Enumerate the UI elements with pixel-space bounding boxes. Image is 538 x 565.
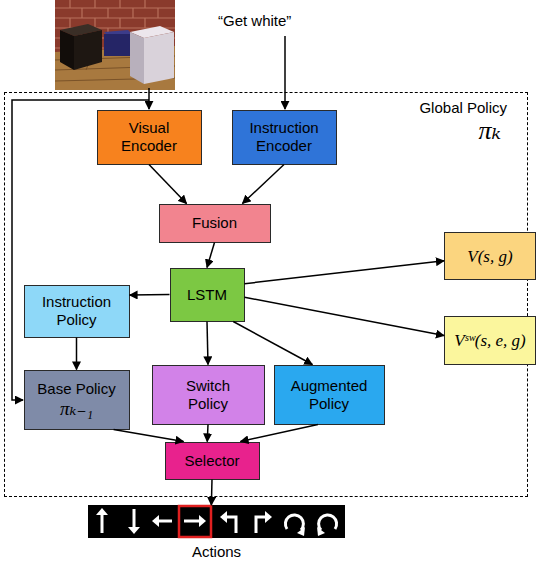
flow-arrow [130, 294, 170, 296]
policy-box: Base Policyπₖ₋₁ [24, 370, 130, 430]
policy-symbol: πₖ₋₁ [60, 398, 93, 419]
flow-arrow [241, 425, 318, 442]
encoder-box: Visual Encoder [97, 110, 202, 165]
box-label: Visual Encoder [121, 119, 177, 155]
lstm-box: LSTM [170, 268, 245, 322]
flow-arrow [76, 338, 78, 370]
policy-box: Instruction Policy [24, 285, 130, 338]
instruction-feed-arrow [284, 36, 286, 109]
flow-arrow [149, 165, 187, 204]
encoder-box: Instruction Encoder [232, 110, 337, 165]
flow-arrow [207, 322, 208, 365]
scene-image [55, 0, 175, 90]
flow-arrow [243, 165, 285, 204]
flow-arrow [114, 430, 184, 442]
instruction-text: “Get white” [218, 12, 291, 30]
box-label: LSTM [187, 286, 227, 304]
fusion-box: Fusion [159, 204, 271, 243]
flow-arrow [207, 243, 215, 268]
flow-arrow [211, 480, 213, 506]
policy-symbol: πₖ [478, 117, 501, 145]
box-label: Selector [184, 452, 239, 470]
policy-box: Switch Policy [152, 365, 265, 425]
bar-caption: Actions [88, 543, 345, 561]
box-label: Augmented Policy [291, 377, 368, 413]
box-label: Switch Policy [186, 377, 230, 413]
value-box: V(s, g) [444, 232, 536, 280]
value-box: Vˢʷ(s, e, g) [444, 316, 536, 365]
flow-arrow [207, 425, 209, 442]
policy-group: Global PolicyπₖVisual EncoderInstruction… [4, 92, 528, 497]
box-label: Instruction Policy [42, 293, 111, 329]
group-heading: Global Policy [419, 99, 507, 117]
flow-arrow [245, 297, 445, 335]
policy-box: Augmented Policy [274, 365, 385, 425]
selector-box: Selector [165, 442, 260, 480]
box-label: Instruction Encoder [249, 119, 318, 155]
box-label: V(s, g) [467, 247, 512, 266]
flow-arrow [233, 322, 312, 365]
flow-arrow [245, 261, 445, 284]
box-label: Fusion [192, 214, 237, 232]
action-bar: Actions [88, 505, 345, 538]
box-label: Vˢʷ(s, e, g) [454, 331, 526, 350]
box-label: Base Policy [37, 380, 115, 398]
